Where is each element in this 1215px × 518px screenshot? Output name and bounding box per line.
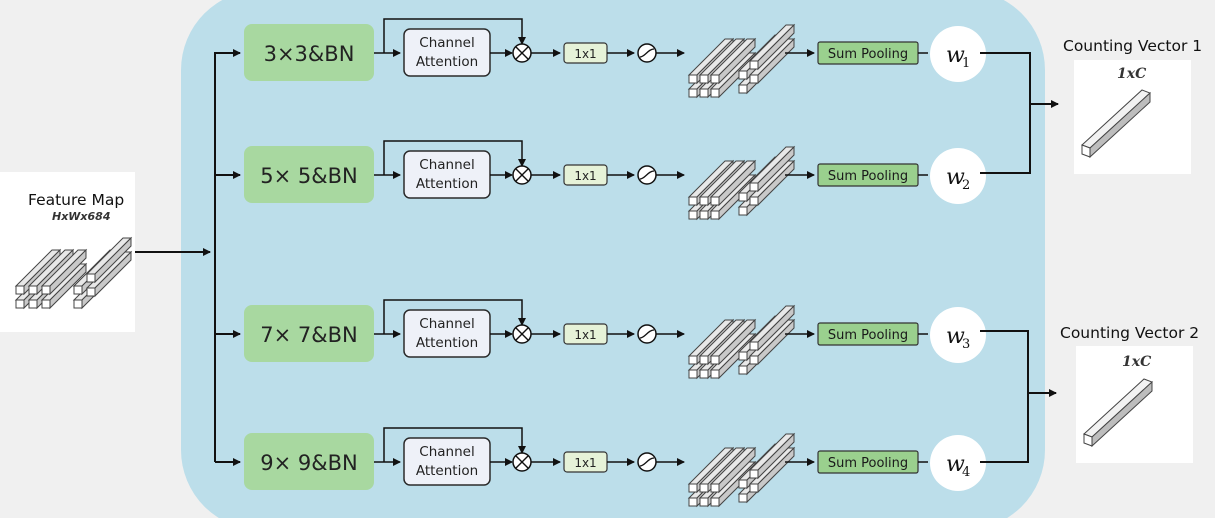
skip-connection xyxy=(383,18,526,53)
weight-subscript: 2 xyxy=(962,178,970,193)
counting-vector-1-title: Counting Vector 1 xyxy=(1063,37,1202,55)
output-connectors xyxy=(980,52,1059,463)
conv-1x1-label: 1x1 xyxy=(574,169,596,183)
channel-attention-label-line2: Attention xyxy=(416,176,478,192)
channel-attention-label-line1: Channel xyxy=(419,316,474,332)
weight-subscript: 3 xyxy=(962,337,970,352)
conv-bn-block xyxy=(244,24,374,81)
sum-pooling-label: Sum Pooling xyxy=(828,456,908,471)
counting-vector-1-bar-icon xyxy=(1081,89,1151,159)
branch-panel xyxy=(181,0,1045,518)
conv-1x1-label: 1x1 xyxy=(574,47,596,61)
sum-pooling-label: Sum Pooling xyxy=(828,47,908,62)
counting-vector-2-title: Counting Vector 2 xyxy=(1060,324,1199,342)
sum-pooling-label: Sum Pooling xyxy=(828,328,908,343)
conv-bn-label: 3×3&BN xyxy=(264,42,355,66)
channel-attention-label-line1: Channel xyxy=(419,157,474,173)
counting-vector-2-shape: 1xC xyxy=(1122,354,1151,370)
weight-node-1 xyxy=(930,26,986,82)
conv-bn-label: 5× 5&BN xyxy=(260,164,357,188)
multiply-icon xyxy=(512,165,532,185)
channel-attention-label-line1: Channel xyxy=(419,35,474,51)
counting-vector-1-shape: 1xC xyxy=(1117,66,1146,82)
channel-attention-label-line2: Attention xyxy=(416,335,478,351)
conv-1x1-label: 1x1 xyxy=(574,328,596,342)
activation-icon xyxy=(637,452,657,472)
sum-pooling-label: Sum Pooling xyxy=(828,169,908,184)
weight-symbol: w xyxy=(946,43,965,68)
counting-vector-2-bar-icon xyxy=(1083,378,1153,448)
feature-map-title: Feature Map xyxy=(28,191,124,209)
weight-subscript: 1 xyxy=(962,56,970,71)
input-connectors xyxy=(135,52,216,462)
conv-bn-block xyxy=(244,146,374,203)
conv-bn-label: 9× 9&BN xyxy=(260,451,357,475)
weight-node-3 xyxy=(930,307,986,363)
weight-symbol: w xyxy=(946,165,965,190)
multiply-icon xyxy=(512,452,532,472)
counting-vector-1: Counting Vector 1 1xC xyxy=(1063,37,1202,174)
skip-connection xyxy=(383,427,526,462)
feature-map-shape: HxWx684 xyxy=(52,210,111,223)
skip-connection xyxy=(383,299,526,334)
multiply-icon xyxy=(512,43,532,63)
conv-bn-block xyxy=(244,433,374,490)
channel-attention-label-line1: Channel xyxy=(419,444,474,460)
weight-symbol: w xyxy=(946,324,965,349)
counting-vector-2: Counting Vector 2 1xC xyxy=(1060,324,1199,463)
skip-connection xyxy=(383,140,526,175)
conv-1x1-label: 1x1 xyxy=(574,456,596,470)
channel-attention-label-line2: Attention xyxy=(416,54,478,70)
weight-subscript: 4 xyxy=(962,465,970,480)
weight-node-4 xyxy=(930,435,986,491)
activation-icon xyxy=(637,43,657,63)
activation-icon xyxy=(637,165,657,185)
feature-map: Feature Map HxWx684 xyxy=(0,172,135,332)
activation-icon xyxy=(637,324,657,344)
conv-bn-label: 7× 7&BN xyxy=(260,323,357,347)
weight-node-2 xyxy=(930,148,986,204)
multiply-icon xyxy=(512,324,532,344)
conv-bn-block xyxy=(244,305,374,362)
weight-symbol: w xyxy=(946,452,965,477)
channel-attention-label-line2: Attention xyxy=(416,463,478,479)
